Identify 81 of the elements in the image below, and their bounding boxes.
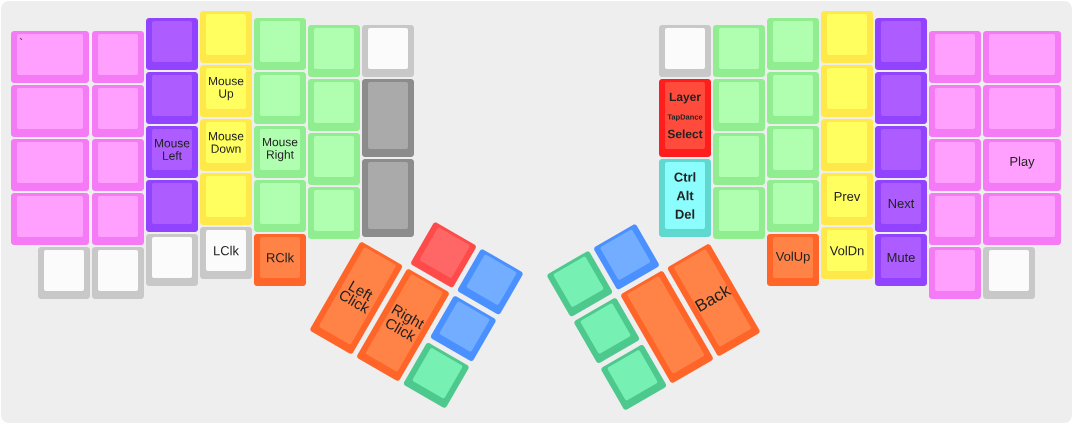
key bbox=[92, 85, 144, 137]
key bbox=[308, 133, 360, 185]
key bbox=[875, 72, 927, 124]
node-label: Mouse Right bbox=[263, 137, 298, 162]
key bbox=[92, 247, 144, 299]
key: Mouse Up bbox=[200, 65, 252, 117]
node-label: VolDn bbox=[829, 245, 864, 256]
key bbox=[457, 249, 523, 315]
key bbox=[767, 18, 819, 70]
key bbox=[146, 234, 198, 286]
key bbox=[200, 11, 252, 63]
key bbox=[403, 343, 469, 408]
key: Mouse Down bbox=[200, 119, 252, 171]
key bbox=[254, 72, 306, 124]
node-label: Mute bbox=[887, 252, 915, 263]
key bbox=[11, 193, 89, 245]
key: Prev bbox=[821, 173, 873, 225]
key: Play bbox=[983, 139, 1061, 191]
node-label: Mouse Up bbox=[209, 76, 244, 101]
key: Mute bbox=[875, 234, 927, 286]
node-label: Mouse Down bbox=[209, 132, 244, 153]
key: Mouse Left bbox=[146, 126, 198, 178]
key bbox=[200, 173, 252, 225]
key bbox=[983, 31, 1061, 83]
key bbox=[594, 224, 659, 290]
key bbox=[411, 222, 476, 288]
key bbox=[38, 247, 90, 299]
key bbox=[983, 193, 1061, 245]
key bbox=[92, 193, 144, 245]
key bbox=[254, 18, 306, 70]
key bbox=[308, 79, 360, 131]
key bbox=[430, 296, 496, 361]
node-label: Play bbox=[1010, 156, 1035, 169]
key bbox=[362, 159, 414, 237]
node-label: Mouse Left bbox=[155, 139, 190, 160]
key bbox=[601, 345, 667, 410]
key bbox=[929, 193, 981, 245]
key: ` bbox=[11, 31, 89, 83]
key bbox=[767, 72, 819, 124]
key bbox=[254, 180, 306, 232]
key: Back bbox=[667, 244, 760, 356]
key bbox=[821, 11, 873, 63]
key bbox=[875, 126, 927, 178]
key bbox=[713, 79, 765, 131]
key bbox=[308, 187, 360, 239]
key bbox=[713, 133, 765, 185]
key bbox=[146, 18, 198, 70]
node-label: Next bbox=[888, 198, 915, 209]
key bbox=[362, 79, 414, 157]
key bbox=[308, 25, 360, 77]
key: Ctrl Alt Del bbox=[659, 159, 711, 237]
key: VolUp bbox=[767, 234, 819, 286]
key bbox=[875, 18, 927, 70]
key: Mouse Right bbox=[254, 126, 306, 178]
key: RClk bbox=[254, 234, 306, 286]
node-label: LClk bbox=[214, 245, 239, 256]
key: LClk bbox=[200, 227, 252, 279]
key bbox=[983, 247, 1035, 299]
node-label: ` bbox=[19, 38, 23, 40]
key bbox=[929, 247, 981, 299]
key bbox=[11, 85, 89, 137]
key bbox=[821, 65, 873, 117]
key bbox=[821, 119, 873, 171]
key bbox=[983, 85, 1061, 137]
key bbox=[929, 85, 981, 137]
key bbox=[92, 139, 144, 191]
key bbox=[767, 180, 819, 232]
key bbox=[767, 126, 819, 178]
key bbox=[146, 180, 198, 232]
key bbox=[92, 31, 144, 83]
node-label: Prev bbox=[834, 191, 861, 202]
key: VolDn bbox=[821, 227, 873, 279]
key bbox=[713, 25, 765, 77]
key: Next bbox=[875, 180, 927, 232]
key bbox=[713, 187, 765, 239]
key bbox=[11, 139, 89, 191]
key bbox=[929, 139, 981, 191]
key bbox=[362, 25, 414, 77]
key bbox=[659, 25, 711, 77]
key bbox=[929, 31, 981, 83]
key bbox=[146, 72, 198, 124]
